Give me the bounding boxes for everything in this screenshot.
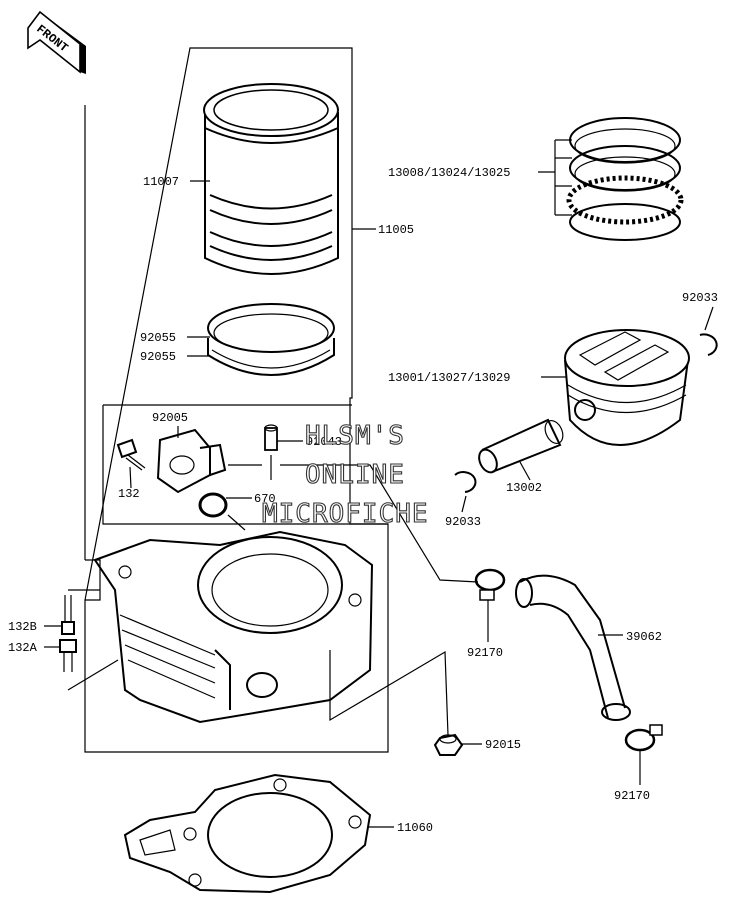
label-92005: 92005: [152, 411, 188, 425]
label-39062: 39062: [626, 630, 662, 644]
label-13008: 13008/13024/13025: [388, 166, 510, 180]
bolt-132a: [59, 639, 77, 672]
label-92043: 92043: [306, 435, 342, 449]
cylinder-rings: [207, 303, 335, 376]
nut: [433, 733, 464, 756]
label-670: 670: [254, 492, 276, 506]
part-labels: 11007 11005 13008/13024/13025 92033 1300…: [8, 166, 718, 835]
bolt-small: [116, 438, 146, 471]
holder: [156, 428, 227, 494]
watermark-line-2: ONLINE: [305, 460, 405, 490]
nozzle: [264, 424, 278, 451]
label-92033-left: 92033: [445, 515, 481, 529]
piston-pin: [478, 418, 564, 474]
label-92170-lower: 92170: [614, 789, 650, 803]
front-arrow-tag: FRONT: [27, 10, 86, 74]
label-92055-lower: 92055: [140, 350, 176, 364]
hose-clamp-upper: [474, 568, 506, 601]
watermark-line-3: MICROFICHE: [262, 499, 429, 529]
label-132b: 132B: [8, 620, 37, 634]
o-ring: [198, 492, 228, 518]
label-92033-right: 92033: [682, 291, 718, 305]
coolant-hose: [515, 574, 631, 721]
label-92170-upper: 92170: [467, 646, 503, 660]
label-13002: 13002: [506, 481, 542, 495]
label-92015: 92015: [485, 738, 521, 752]
holder-group-frame: [102, 404, 388, 525]
piston: [564, 329, 690, 446]
watermark: HLSM'S ONLINE MICROFICHE: [261, 420, 429, 529]
watermark-line-1: HLSM'S: [305, 421, 405, 451]
label-132a: 132A: [8, 641, 38, 655]
head-gasket: [123, 773, 372, 894]
label-13001: 13001/13027/13029: [388, 371, 510, 385]
circlip-right: [699, 333, 718, 356]
label-132: 132: [118, 487, 140, 501]
hose-clamp-lower: [624, 724, 663, 752]
label-11060: 11060: [397, 821, 433, 835]
cylinder-sleeve: [203, 83, 339, 275]
cylinder-group-frame: [84, 47, 389, 753]
label-92055-upper: 92055: [140, 331, 176, 345]
circlip-left: [454, 471, 477, 493]
leader-lines: [44, 139, 714, 828]
piston-ring-set: [566, 117, 684, 241]
label-11007: 11007: [143, 175, 179, 189]
label-11005: 11005: [378, 223, 414, 237]
bolt-132b: [61, 595, 75, 635]
